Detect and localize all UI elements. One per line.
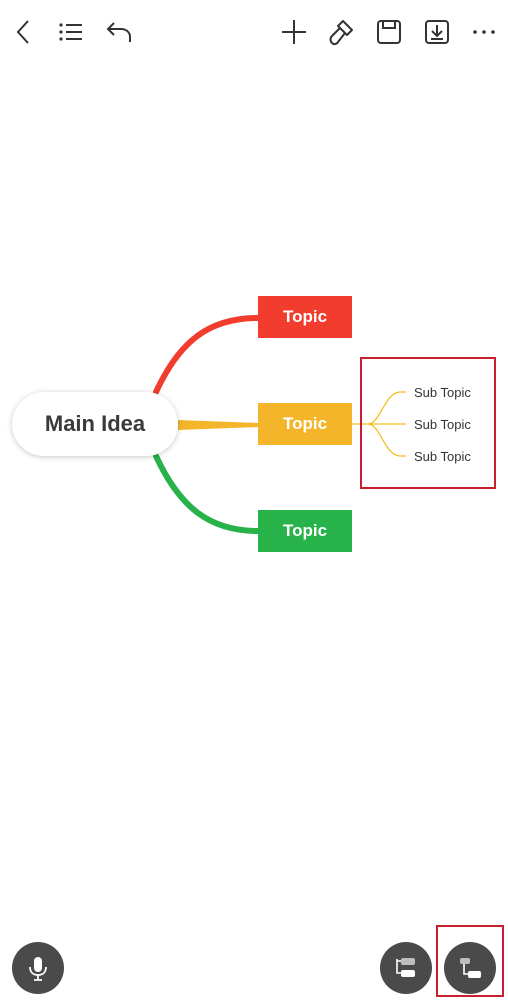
outline-button[interactable] (53, 14, 89, 50)
topic-node-1[interactable]: Topic (258, 296, 352, 338)
layout-alt-button[interactable] (444, 942, 496, 994)
add-button[interactable] (276, 14, 312, 50)
layout-button-highlight-box (436, 925, 504, 997)
voice-input-button[interactable] (12, 942, 64, 994)
back-button[interactable] (6, 14, 42, 50)
download-icon (425, 20, 449, 44)
branch-line-bottom (153, 453, 261, 534)
topic-node-2[interactable]: Topic (258, 403, 352, 445)
add-icon (282, 20, 306, 44)
download-button[interactable] (419, 14, 455, 50)
main-idea-node[interactable]: Main Idea (12, 392, 178, 456)
save-button[interactable] (371, 14, 407, 50)
undo-button[interactable] (101, 14, 137, 50)
subtopic-node-1[interactable]: Sub Topic (414, 384, 471, 400)
branch-line-top (153, 315, 261, 395)
subtopic-node-2[interactable]: Sub Topic (414, 416, 471, 432)
outline-list-icon (59, 23, 82, 41)
format-brush-button[interactable] (323, 14, 359, 50)
subtopic-connectors (352, 391, 406, 457)
subtopic-highlight-box (360, 357, 496, 489)
microphone-icon (29, 957, 47, 981)
more-icon (473, 30, 495, 34)
undo-icon (106, 22, 131, 42)
save-icon (377, 20, 401, 44)
subtopic-node-3[interactable]: Sub Topic (414, 448, 471, 464)
branch-line-middle (178, 420, 258, 430)
format-brush-icon (329, 20, 353, 46)
layout-alt-icon (460, 958, 481, 978)
top-toolbar (0, 0, 508, 64)
more-button[interactable] (466, 14, 502, 50)
topic-node-3[interactable]: Topic (258, 510, 352, 552)
layout-icon (396, 958, 415, 977)
back-icon (16, 20, 29, 44)
layout-button[interactable] (380, 942, 432, 994)
subtopic-line-3 (367, 423, 406, 457)
